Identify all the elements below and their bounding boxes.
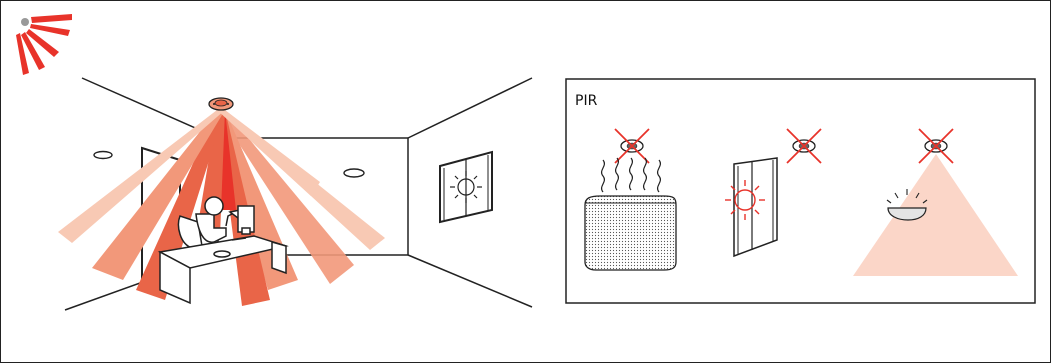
ceiling-light-right: [344, 169, 364, 177]
ceiling-sensor-icon: [209, 98, 233, 110]
radiator-icon: [585, 196, 676, 270]
panel-window: [734, 158, 777, 256]
sensor-logo-icon: [16, 14, 72, 75]
room-window: [440, 152, 492, 222]
pir-label: PIR: [575, 93, 598, 109]
ceiling-light-left: [94, 152, 112, 159]
